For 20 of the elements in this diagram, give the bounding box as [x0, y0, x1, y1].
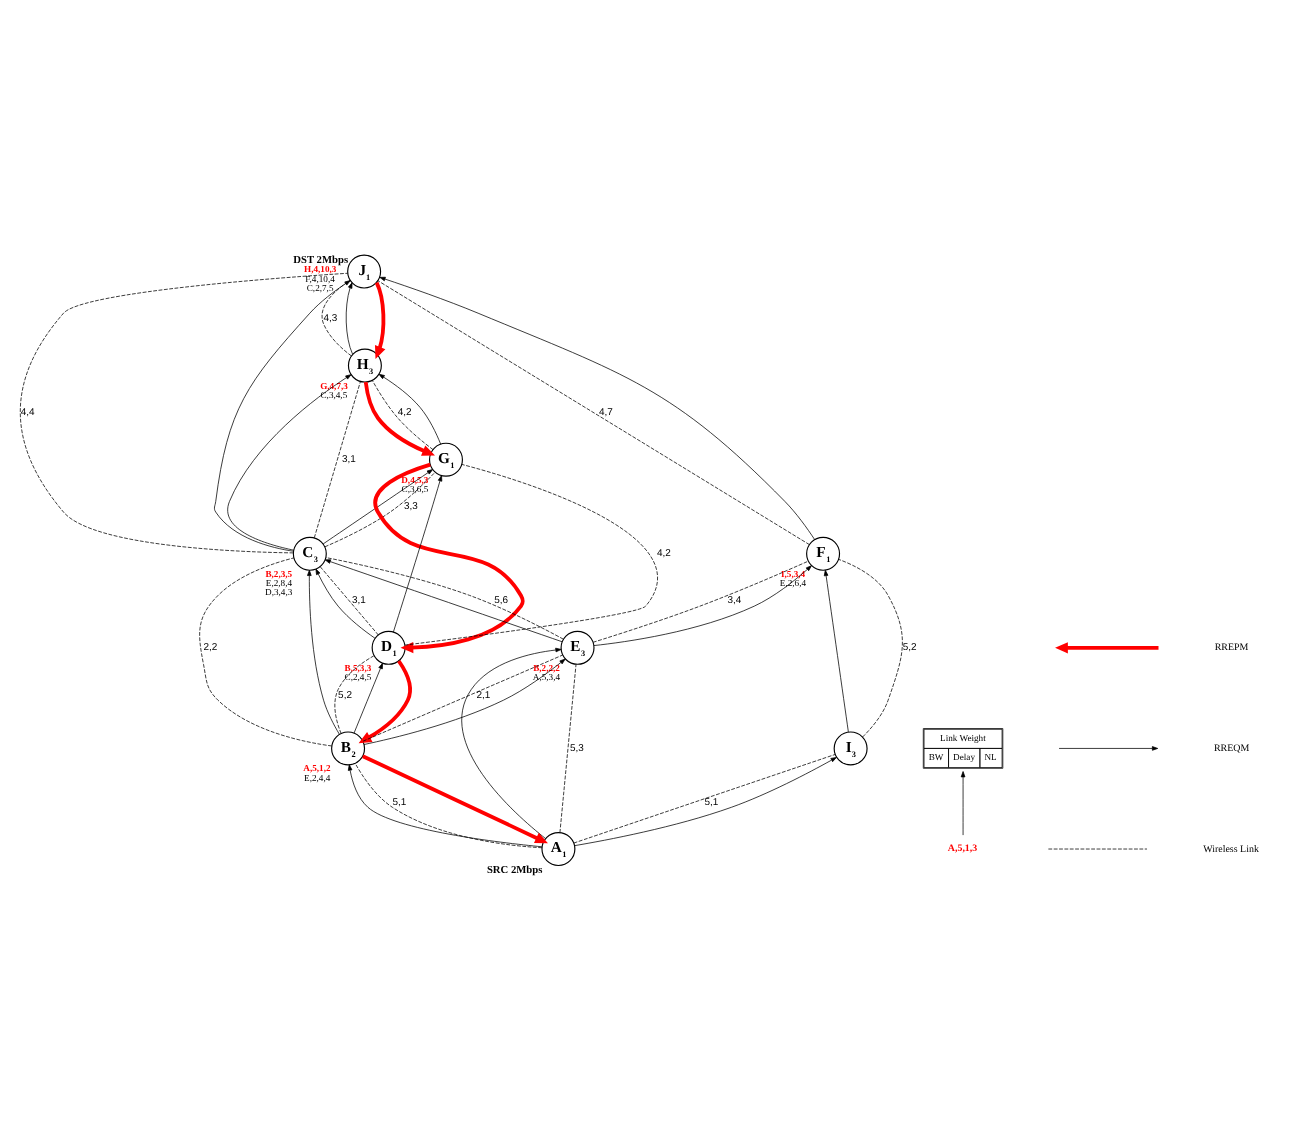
connector: [838, 559, 903, 738]
connector: [404, 464, 658, 646]
arrow: [823, 569, 849, 733]
arrow: [345, 282, 353, 355]
arrow: [358, 659, 412, 744]
arrow: [960, 771, 966, 836]
arrow: [227, 374, 352, 551]
arrow: [393, 475, 443, 633]
arrow: [373, 462, 525, 654]
connector: [321, 279, 352, 357]
connector: [199, 557, 333, 747]
connector: [334, 655, 375, 734]
connector: [559, 664, 577, 833]
arrow: [353, 662, 383, 734]
arrow: [307, 569, 340, 735]
connector: [19, 272, 349, 554]
arrow: [461, 647, 562, 839]
arrow: [374, 281, 386, 359]
connector: [313, 381, 361, 539]
arrow: [214, 280, 351, 552]
